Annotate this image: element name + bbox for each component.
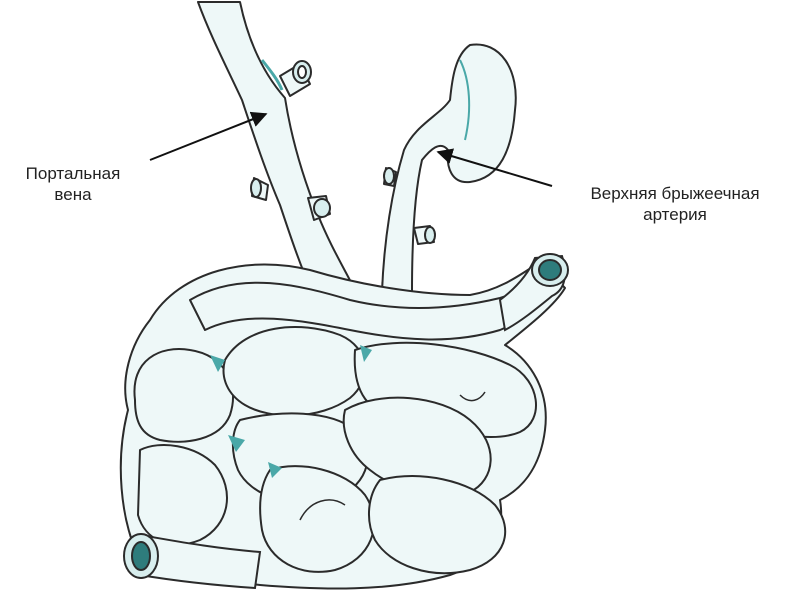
small-intestine: [121, 262, 565, 589]
artery-label-line1: Верхняя брыжеечная: [560, 183, 790, 204]
portal-vein-arrow: [150, 114, 266, 160]
portal-vein-label: Портальная вена: [8, 163, 138, 205]
superior-mesenteric-artery-label: Верхняя брыжеечная артерия: [560, 183, 790, 225]
portal-vein-label-line2: вена: [8, 184, 138, 205]
portal-vein: [198, 2, 355, 292]
artery-label-line2: артерия: [560, 204, 790, 225]
portal-vein-label-line1: Портальная: [8, 163, 138, 184]
